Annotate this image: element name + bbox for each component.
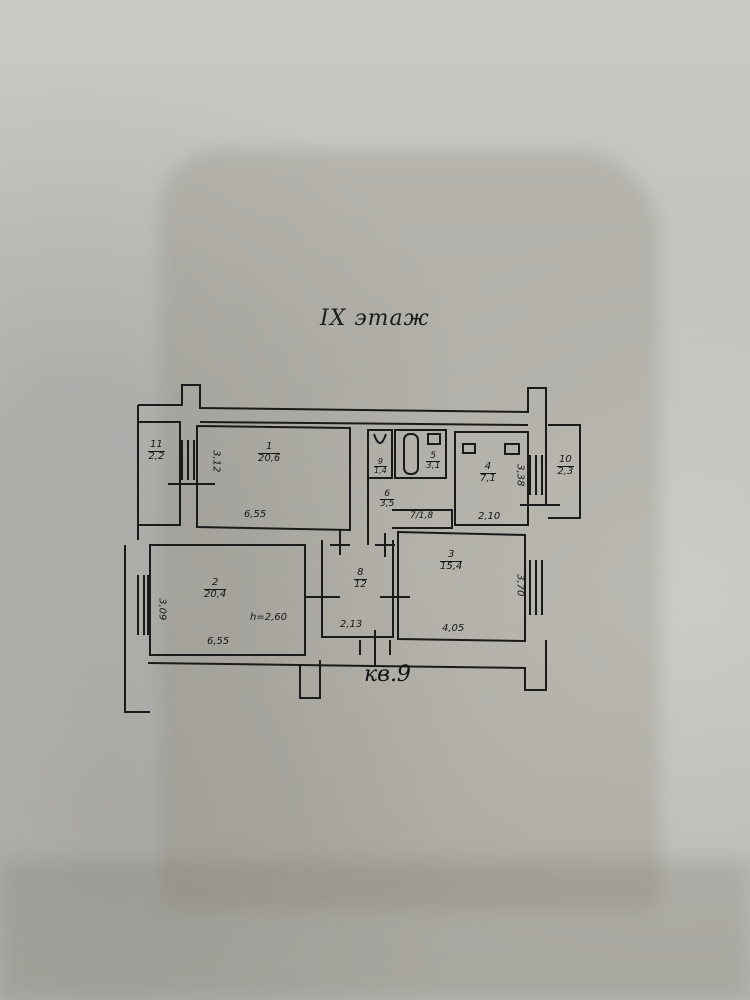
room-11-area: 2,2 (148, 450, 165, 462)
room-6-label: 6 3,5 (380, 489, 395, 510)
room-5-label: 5 3,1 (426, 451, 441, 472)
room-7-label: 7/1,8 (410, 511, 434, 521)
room-6-area: 3,5 (380, 499, 395, 510)
room-10-area: 2,3 (557, 465, 574, 477)
room-1-area: 20,6 (258, 452, 281, 464)
floor-label: IX этаж (320, 306, 430, 331)
room-6-number: 6 (380, 489, 395, 501)
room-4-dim-vertical: 3,38 (514, 464, 526, 487)
room-2-area: 20,4 (204, 588, 227, 600)
room-2-dim-vertical: 3,09 (156, 598, 168, 621)
room-8-label: 8 12 (354, 567, 367, 590)
room-1-dim-vertical: 3,12 (210, 450, 222, 473)
room-10-number: 10 (557, 454, 574, 467)
room-2-number: 2 (204, 577, 227, 590)
room-3-label: 3 15,4 (440, 549, 463, 572)
room-3-area: 15,4 (440, 560, 463, 572)
room-3-dim-horizontal: 4,05 (442, 623, 465, 634)
room-1-label: 1 20,6 (258, 441, 281, 464)
room-4-number: 4 (480, 461, 496, 474)
room-1-number: 1 (258, 441, 281, 454)
room-9-number: 9 (374, 457, 387, 468)
room-2-ceiling-height: h=2,60 (250, 612, 287, 623)
room-5-number: 5 (426, 451, 441, 463)
room-4-dim-horizontal: 2,10 (478, 511, 501, 522)
room-7-area: 1,8 (418, 511, 434, 521)
room-10-label: 10 2,3 (557, 454, 574, 477)
apartment-label: кв.9 (364, 662, 411, 687)
room-8-area: 12 (354, 578, 367, 590)
room-1-dim-horizontal: 6,55 (244, 509, 267, 520)
room-5-area: 3,1 (426, 461, 441, 472)
phone-shadow (160, 150, 660, 910)
room-4-label: 4 7,1 (480, 461, 496, 484)
bottom-shadow (0, 860, 750, 1000)
room-8-number: 8 (354, 567, 367, 580)
room-8-dim-horizontal: 2,13 (340, 619, 363, 630)
room-2-dim-horizontal: 6,55 (207, 636, 230, 647)
room-2-label: 2 20,4 (204, 577, 227, 600)
room-4-area: 7,1 (480, 472, 496, 484)
room-11-label: 11 2,2 (148, 439, 165, 462)
room-9-label: 9 1,4 (374, 457, 387, 476)
room-3-dim-vertical: 3,70 (514, 574, 526, 597)
room-9-area: 1,4 (374, 466, 387, 476)
room-3-number: 3 (440, 549, 463, 562)
room-11-number: 11 (148, 439, 165, 452)
room-7-number: 7 (410, 511, 416, 521)
